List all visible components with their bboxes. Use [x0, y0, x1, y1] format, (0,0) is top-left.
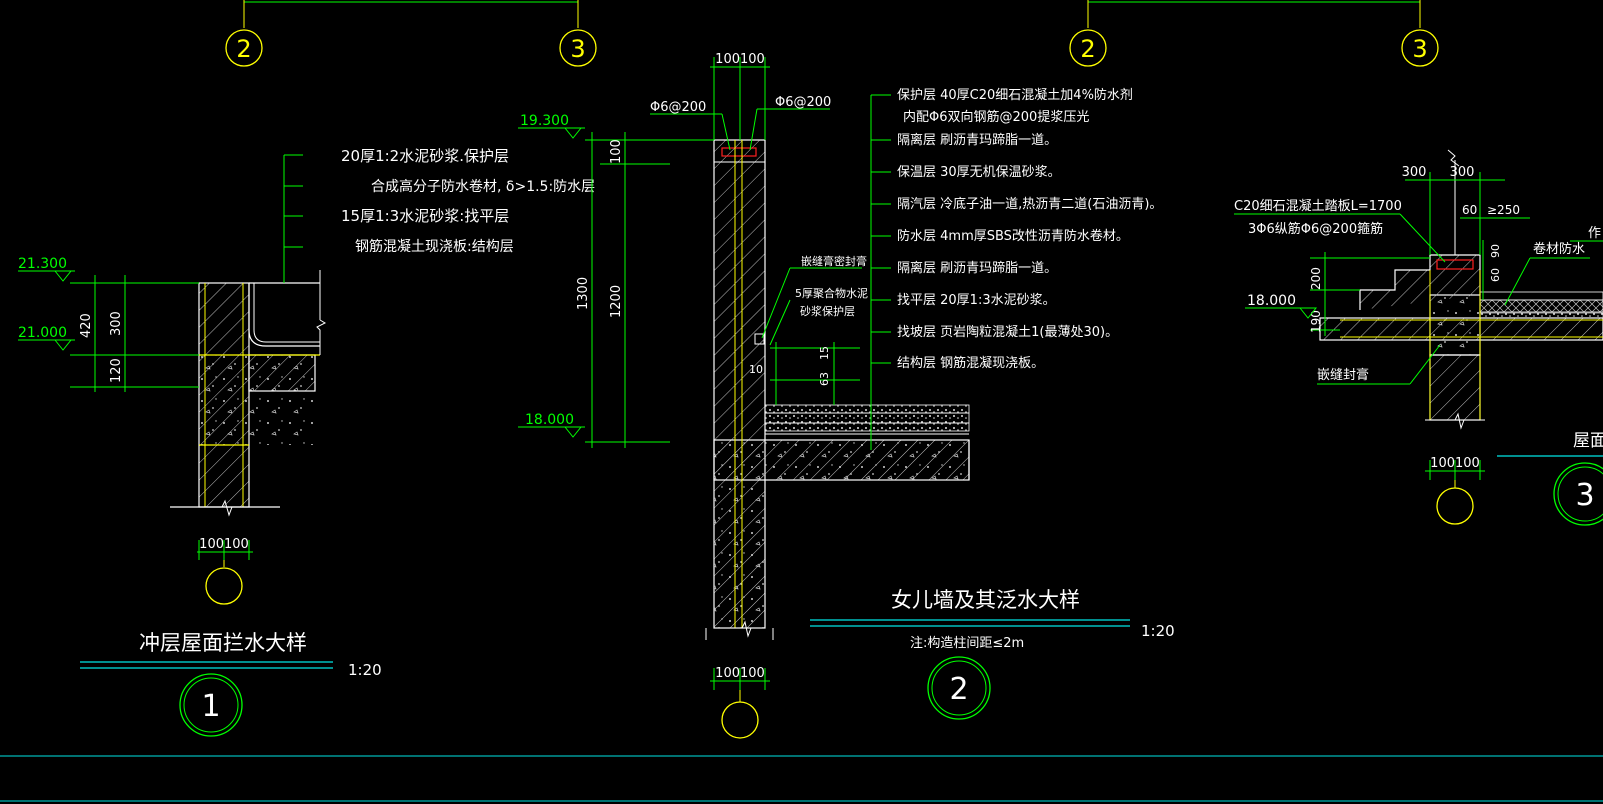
elevation-label: 18.000 — [525, 412, 574, 428]
detail2-scale: 1:20 — [1141, 622, 1175, 640]
axis-bubble-label: 2 — [1080, 35, 1095, 63]
elevation-label: 21.000 — [18, 325, 67, 341]
detail2-layer-text: 保护层 40厚C20细石混凝土加4%防水剂 — [897, 87, 1133, 103]
detail2-layer-text: 隔汽层 冷底子油一道,热沥青二道(石油沥青)。 — [897, 196, 1162, 212]
detail1-elevations: 21.300 21.000 420 300 120 — [18, 256, 199, 392]
dimension-label: 300 — [1450, 165, 1475, 180]
detail1-scale: 1:20 — [348, 661, 382, 679]
detail2-layer-text: 找平层 20厚1:3水泥砂浆。 — [897, 293, 1056, 308]
detail2-flashing-dims: 15 63 10 嵌缝膏密封膏 5厚聚合物水泥 砂浆保护层 — [749, 254, 868, 405]
dimension-label: 100 — [609, 139, 624, 164]
dimension-label: 1300 — [576, 277, 591, 310]
detail3-number: 3 — [1575, 478, 1594, 513]
dimension-label: 100100 — [715, 52, 765, 67]
dimension-label: 100100 — [715, 666, 765, 681]
sheet-frame-lines — [0, 755, 1603, 802]
detail1-layer-text: 15厚1:3水泥砂浆:找平层 — [341, 207, 509, 225]
detail1-layer-text: 合成高分子防水卷材, δ>1.5:防水层 — [371, 178, 595, 195]
dimension-label: 300 — [109, 311, 124, 336]
axis-bubble-3b: 3 — [1401, 29, 1439, 67]
dimension-label: 300 — [1402, 165, 1427, 180]
dimension-label: 10 — [749, 363, 763, 376]
dimension-label: ≥250 — [1487, 203, 1520, 217]
dimension-label: 200 — [1309, 267, 1323, 290]
dimension-label: 120 — [109, 358, 124, 383]
top-axis-grid: 2 3 2 3 — [225, 0, 1439, 67]
detail3-note: 嵌缝封膏 — [1317, 367, 1369, 383]
detail3-note: 作 — [1588, 226, 1601, 241]
detail2-layer-leaders: 保护层 40厚C20细石混凝土加4%防水剂 内配Φ6双向钢筋@200提浆压光 隔… — [870, 87, 1162, 450]
detail-2: 100100 Φ6@200 Φ6@200 19.300 18.000 100 1… — [518, 52, 1175, 739]
detail2-note: 注:构造柱间距≤2m — [910, 636, 1024, 651]
axis-bubble-3a: 3 — [559, 29, 597, 67]
detail2-layer-text: 保温层 30厚无机保温砂浆。 — [897, 165, 1061, 180]
detail1-title: 冲层屋面拦水大样 — [139, 631, 307, 655]
detail1-number: 1 — [201, 689, 220, 724]
detail2-title-block: 女儿墙及其泛水大样 1:20 注:构造柱间距≤2m 2 — [810, 588, 1175, 720]
detail2-section — [705, 139, 970, 640]
detail3-note: 3Φ6纵筋Φ6@200箍筋 — [1248, 221, 1383, 237]
detail3-title: 屋面出入 — [1573, 431, 1603, 451]
detail2-layer-text: 隔离层 刷沥青玛蹄脂一道。 — [897, 132, 1057, 148]
detail3-note: 卷材防水 — [1533, 241, 1585, 257]
dimension-label: 60 — [1489, 268, 1502, 282]
detail2-layer-text: 防水层 4mm厚SBS改性沥青防水卷材。 — [897, 228, 1129, 244]
detail1-bottom-dims: 100100 — [197, 537, 253, 605]
elevation-label: 18.000 — [1247, 293, 1296, 309]
detail1-title-block: 冲层屋面拦水大样 1:20 1 — [80, 631, 382, 737]
dimension-label: 100100 — [1430, 456, 1480, 471]
rebar-label: Φ6@200 — [650, 100, 706, 115]
detail1-section — [170, 270, 327, 517]
detail2-layer-text: 结构层 钢筋混凝现浇板。 — [897, 355, 1044, 371]
axis-bubble-label: 3 — [1412, 35, 1427, 63]
detail3-note: C20细石混凝土踏板L=1700 — [1234, 198, 1402, 214]
detail2-layer-text: 隔离层 刷沥青玛蹄脂一道。 — [897, 260, 1057, 276]
elevation-label: 19.300 — [520, 113, 569, 129]
detail2-top-dims: 100100 Φ6@200 Φ6@200 — [650, 52, 831, 151]
axis-bubble-2b: 2 — [1069, 29, 1107, 67]
dimension-label: 15 — [818, 346, 831, 360]
detail2-layer-text: 内配Φ6双向钢筋@200提浆压光 — [903, 109, 1089, 125]
detail2-note: 嵌缝膏密封膏 — [801, 254, 867, 268]
dimension-label: 90 — [1489, 244, 1502, 258]
detail2-note: 砂浆保护层 — [800, 304, 855, 318]
rebar-label: Φ6@200 — [775, 95, 831, 110]
detail3-dims: 300 300 C20细石混凝土踏板L=1700 3Φ6纵筋Φ6@200箍筋 6… — [1234, 165, 1603, 525]
detail2-elevations: 19.300 18.000 100 1300 1200 — [518, 113, 714, 448]
dimension-label: 190 — [1309, 310, 1323, 333]
detail3-title-block: 屋面出入 3 — [1497, 431, 1603, 526]
axis-bubble-2a: 2 — [225, 29, 263, 67]
detail-3: 300 300 C20细石混凝土踏板L=1700 3Φ6纵筋Φ6@200箍筋 6… — [1234, 149, 1603, 526]
detail3-section — [1319, 149, 1603, 430]
dimension-label: 100100 — [199, 537, 249, 552]
detail2-number: 2 — [949, 672, 968, 707]
detail-1: 20厚1:2水泥砂浆.保护层 合成高分子防水卷材, δ>1.5:防水层 15厚1… — [18, 147, 595, 737]
detail2-bottom-dims: 100100 — [710, 666, 770, 739]
dimension-label: 63 — [818, 372, 831, 386]
elevation-label: 21.300 — [18, 256, 67, 272]
detail2-title: 女儿墙及其泛水大样 — [891, 588, 1080, 612]
dimension-label: 60 — [1462, 203, 1477, 217]
dimension-label: 1200 — [609, 285, 624, 318]
detail1-layer-text: 钢筋混凝土现浇板:结构层 — [355, 238, 514, 255]
axis-bubble-label: 3 — [570, 35, 585, 63]
axis-bubble-label: 2 — [236, 35, 251, 63]
detail1-layer-text: 20厚1:2水泥砂浆.保护层 — [341, 147, 509, 165]
detail2-note: 5厚聚合物水泥 — [795, 286, 868, 300]
detail2-layer-text: 找坡层 页岩陶粒混凝土1(最薄处30)。 — [897, 324, 1118, 340]
dimension-label: 420 — [79, 313, 94, 338]
detail1-layer-leaders: 20厚1:2水泥砂浆.保护层 合成高分子防水卷材, δ>1.5:防水层 15厚1… — [283, 147, 595, 283]
